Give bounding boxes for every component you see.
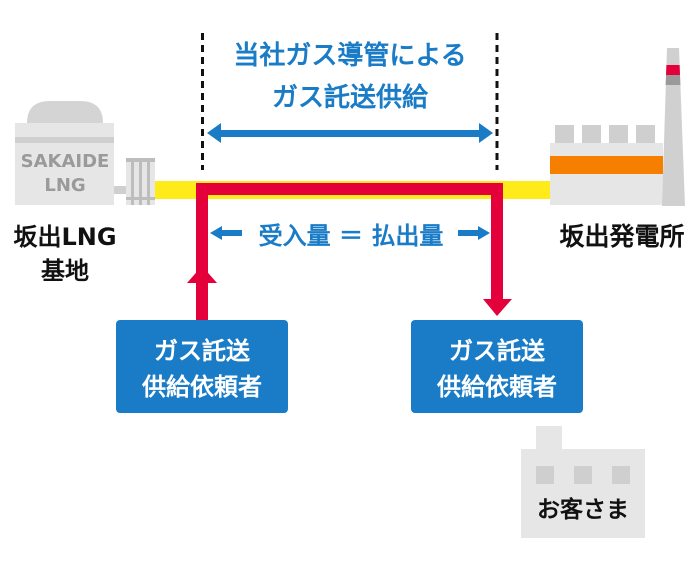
requester-box-bg — [411, 320, 583, 413]
requester-box-outbound: ガス託送 供給依頼者 — [411, 320, 583, 413]
plant-chimney-red-band — [666, 65, 680, 75]
customer-building-window — [612, 466, 630, 484]
lng-valve-top — [126, 158, 155, 162]
requester-box-bg — [116, 320, 288, 413]
requester-box-inbound: ガス託送 供給依頼者 — [116, 320, 288, 413]
outbound-flow-arrow-down-icon — [483, 299, 512, 316]
lng-tank-sign-line-2: LNG — [44, 175, 85, 196]
arrow-left-icon — [210, 226, 242, 240]
plant-roof-block — [582, 125, 601, 143]
title-line-1: 当社ガス導管による — [233, 40, 466, 71]
plant-chimney-gray-band — [665, 75, 681, 85]
customer-building-icon: お客さま — [521, 426, 645, 538]
plant-orange-band — [550, 156, 663, 174]
power-plant-label: 坂出発電所 — [559, 222, 684, 251]
plant-roof-block — [609, 125, 628, 143]
lng-tank-body — [15, 123, 114, 205]
plant-chimney — [662, 48, 685, 206]
customer-building-tower — [536, 426, 562, 450]
lng-valve-bar — [139, 162, 142, 205]
balance-equation: 受入量 ＝ 払出量 — [259, 222, 444, 250]
lng-tank-band — [15, 137, 114, 143]
customer-building-body — [521, 449, 645, 538]
requester-label-line-2: 供給依頼者 — [141, 373, 262, 401]
customer-label: お客さま — [537, 496, 629, 523]
customer-building-window — [574, 466, 592, 484]
lng-terminal-label-line-2: 基地 — [41, 257, 89, 285]
lng-connector — [114, 186, 126, 194]
requester-label-line-1: ガス託送 — [154, 337, 251, 365]
gas-flow-path — [196, 183, 503, 320]
inbound-flow-arrow-up-icon — [187, 266, 217, 283]
requester-label-line-1: ガス託送 — [449, 337, 546, 365]
arrow-right-icon — [458, 226, 490, 240]
lng-terminal-icon: SAKAIDE LNG — [15, 101, 155, 205]
plant-roof-block — [636, 125, 655, 143]
customer-building-window — [536, 466, 554, 484]
service-span-double-arrow-icon — [207, 123, 493, 143]
lng-valve-bar — [147, 162, 150, 205]
lng-terminal-label-line-1: 坂出LNG — [13, 223, 116, 251]
plant-roof-block — [555, 125, 574, 143]
lng-tank-dome — [27, 101, 103, 123]
lng-valve-bar — [131, 162, 134, 205]
title-line-2: ガス託送供給 — [272, 82, 429, 113]
power-plant-icon — [550, 48, 685, 206]
requester-label-line-2: 供給依頼者 — [436, 373, 557, 401]
lng-tank-sign-line-1: SAKAIDE — [21, 151, 110, 172]
